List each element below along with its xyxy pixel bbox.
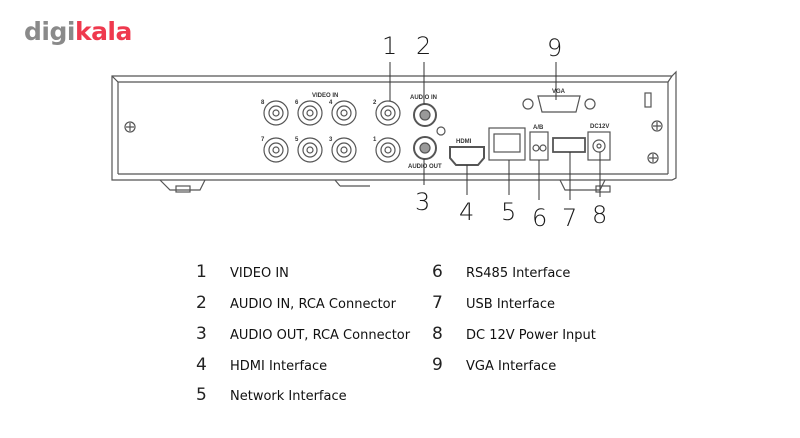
logo-part-kala: kala [74,17,132,46]
label-audio-out: AUDIO OUT [408,164,442,170]
legend-text: DC 12V Power Input [466,328,596,343]
label-audio-in: AUDIO IN [410,95,437,101]
legend-num: 7 [432,293,443,313]
legend-num: 5 [196,385,207,405]
legend-text: AUDIO OUT, RCA Connector [230,328,411,343]
legend-item: 7 USB Interface [432,293,555,313]
foot-left-pad [175,185,191,193]
legend-num: 1 [196,262,207,282]
foot-right-pad [595,185,611,193]
legend-item: 9 VGA Interface [432,355,556,375]
label-ab: A/B [533,125,544,131]
hdmi-port [449,146,485,166]
legend-item: 8 DC 12V Power Input [432,324,596,344]
vga-port [537,95,581,113]
bnc-num-8: 8 [261,100,265,106]
vent-slots [644,92,652,108]
bnc-num-6: 6 [295,100,299,106]
rca-audio-in [413,103,437,127]
legend-text: AUDIO IN, RCA Connector [230,297,396,312]
legend-item: 2 AUDIO IN, RCA Connector [196,293,396,313]
screw-right-top [651,120,663,132]
legend-item: 6 RS485 Interface [432,262,570,282]
bnc-num-1: 1 [373,137,377,143]
callout-lines [389,62,601,200]
dc-port [587,131,611,161]
callout-9: 9 [547,34,563,62]
foot-right [559,179,606,191]
legend-text: USB Interface [466,297,556,312]
legend-text: VGA Interface [466,359,557,374]
callout-5: 5 [501,198,517,226]
ground-symbol [436,126,446,136]
foot-left [159,179,206,191]
bnc-connectors [263,100,401,163]
legend-item: 3 AUDIO OUT, RCA Connector [196,324,410,344]
bnc-num-2: 2 [373,100,377,106]
legend-item: 4 HDMI Interface [196,355,327,375]
legend-num: 2 [196,293,207,313]
logo-part-digi: digi [24,17,75,46]
callout-3: 3 [415,188,431,216]
callout-8: 8 [592,201,608,229]
callout-7: 7 [562,204,578,232]
callout-6: 6 [532,204,548,232]
chassis-top-bevel [111,75,673,83]
rca-audio-out [413,136,437,160]
legend-text: RS485 Interface [466,266,571,281]
label-video-in: VIDEO IN [312,93,338,99]
label-vga: VGA [552,89,566,95]
legend-num: 4 [196,355,207,375]
legend-num: 6 [432,262,443,282]
digikala-logo: digikala [24,17,132,46]
bnc-num-3: 3 [329,137,333,143]
label-dc12v: DC12V [590,124,609,130]
legend-item: 5 Network Interface [196,385,347,405]
rj45-port [488,127,526,161]
screw-left [124,121,136,133]
legend-text: VIDEO IN [230,266,289,281]
legend-text: HDMI Interface [230,359,328,374]
callout-2: 2 [416,32,432,60]
ground-screw [647,152,659,164]
legend-num: 9 [432,355,443,375]
legend-num: 3 [196,324,207,344]
callout-1: 1 [382,32,398,60]
usb-port [552,137,586,153]
callout-4: 4 [459,198,475,226]
legend-item: 1 VIDEO IN [196,262,289,282]
bnc-num-5: 5 [295,137,299,143]
bnc-num-7: 7 [261,137,265,143]
legend-num: 8 [432,324,443,344]
foot-mid [334,179,341,187]
bnc-num-4: 4 [329,100,333,106]
label-hdmi: HDMI [456,139,472,145]
legend-text: Network Interface [230,389,347,404]
